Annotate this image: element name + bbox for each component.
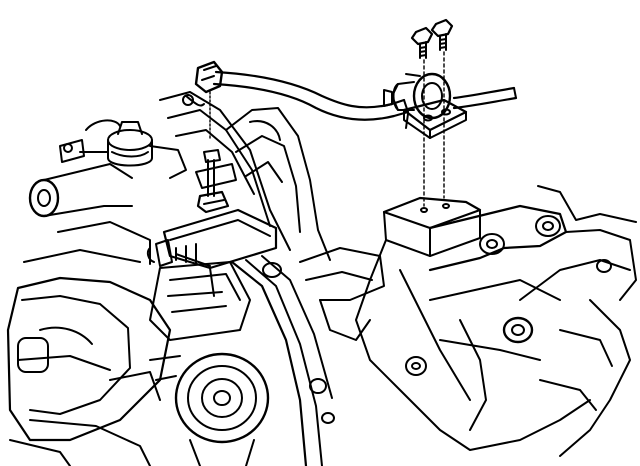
crank-pulley bbox=[174, 352, 270, 466]
hose-end-fitting bbox=[194, 60, 224, 141]
stud-and-nut bbox=[195, 149, 237, 214]
mounting-bracket bbox=[402, 98, 468, 139]
engine-mid-structure bbox=[109, 247, 385, 401]
explode-centerlines bbox=[423, 51, 445, 207]
vacuum-hose bbox=[212, 70, 518, 121]
bracket-mount-pad bbox=[382, 196, 482, 257]
intake-tube-left bbox=[23, 163, 151, 265]
drive-belt bbox=[230, 255, 335, 466]
mounting-bolt bbox=[430, 18, 454, 51]
manifold-runners bbox=[159, 91, 331, 261]
engine-bracket-right bbox=[355, 185, 637, 457]
engine-block-left bbox=[6, 276, 172, 466]
reservoir-cap bbox=[59, 119, 187, 179]
mounting-bolt bbox=[410, 26, 434, 59]
throttle-sensor-housing bbox=[146, 208, 278, 297]
